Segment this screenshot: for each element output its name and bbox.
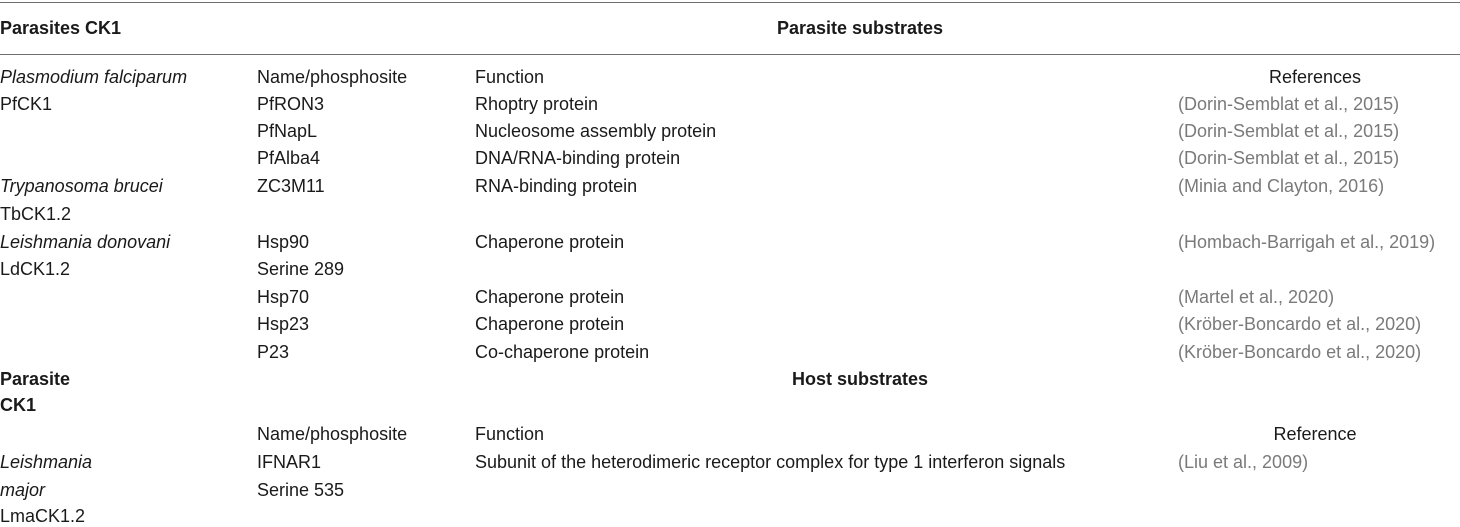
reference-link[interactable]: (Minia and Clayton, 2016) [1178,176,1385,196]
substrate-function: Chaperone protein [475,314,625,334]
substrate-name: Hsp23 [257,314,310,334]
substrate-function: RNA-binding protein [475,176,638,196]
host-subheader-reference: Reference [1273,424,1357,444]
kinase-pfck1: PfCK1 [0,94,53,114]
phosphosite: Serine 289 [257,259,345,279]
substrate-name: PfNapL [257,121,318,141]
header-rule [0,54,1460,55]
host-subheader-function: Function [475,424,545,444]
host-substrate-name: IFNAR1 [257,452,322,472]
host-substrate-function: Subunit of the heterodimeric receptor co… [475,452,1066,472]
substrate-name: ZC3M11 [257,176,325,196]
organism-major: major [0,480,46,500]
reference-link[interactable]: (Kröber-Boncardo et al., 2020) [1178,314,1422,334]
organism-trypanosoma: Trypanosoma brucei [0,176,163,196]
top-rule [0,2,1460,3]
substrate-function: Co-chaperone protein [475,342,650,362]
substrate-name: Hsp90 [257,232,310,252]
subheader-references: References [1268,67,1362,87]
substrate-function: Rhoptry protein [475,94,599,114]
host-phosphosite: Serine 535 [257,480,345,500]
organism-plasmodium: Plasmodium falciparum [0,67,188,87]
substrate-name: PfRON3 [257,94,325,114]
kinase-lmack1-2: LmaCK1.2 [0,506,86,526]
kinase-tbck1-2: TbCK1.2 [0,204,72,224]
subheader-function: Function [475,67,545,87]
reference-link[interactable]: (Dorin-Semblat et al., 2015) [1178,121,1400,141]
host-subheader-name: Name/phosphosite [257,424,408,444]
reference-link[interactable]: (Dorin-Semblat et al., 2015) [1178,148,1400,168]
substrate-function: Nucleosome assembly protein [475,121,717,141]
reference-link[interactable]: (Hombach-Barrigah et al., 2019) [1178,232,1436,252]
reference-link[interactable]: (Kröber-Boncardo et al., 2020) [1178,342,1422,362]
host-header-parasite: Parasite [0,369,71,389]
header-parasites-ck1: Parasites CK1 [0,18,122,38]
substrate-function: DNA/RNA-binding protein [475,148,681,168]
reference-link[interactable]: (Dorin-Semblat et al., 2015) [1178,94,1400,114]
host-header-ck1: CK1 [0,395,37,415]
organism-leishmania: Leishmania [0,452,93,472]
substrate-name: PfAlba4 [257,148,321,168]
kinase-ldck1-2: LdCK1.2 [0,259,71,279]
header-host-substrates: Host substrates [791,369,929,389]
substrate-function: Chaperone protein [475,287,625,307]
substrate-name: P23 [257,342,290,362]
subheader-name: Name/phosphosite [257,67,408,87]
substrate-function: Chaperone protein [475,232,625,252]
organism-leishmania-donovani: Leishmania donovani [0,232,171,252]
header-parasite-substrates: Parasite substrates [776,18,944,38]
substrate-name: Hsp70 [257,287,310,307]
reference-link[interactable]: (Martel et al., 2020) [1178,287,1335,307]
reference-link[interactable]: (Liu et al., 2009) [1178,452,1309,472]
